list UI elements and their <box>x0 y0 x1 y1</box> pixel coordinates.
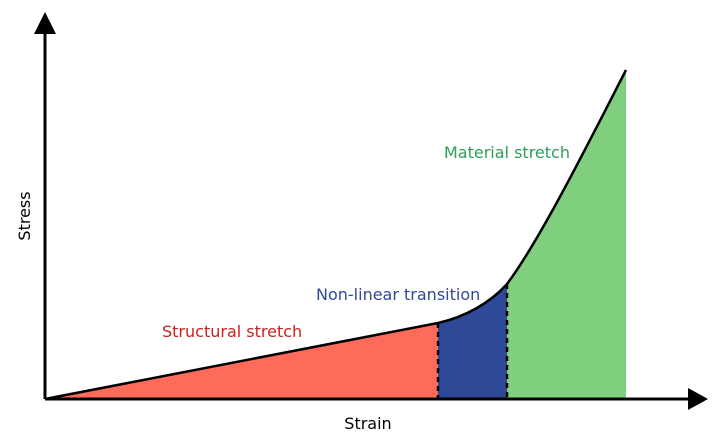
region-material-stretch <box>507 70 626 399</box>
label-structural-stretch: Structural stretch <box>162 322 302 341</box>
y-axis-arrow-icon <box>34 12 56 34</box>
x-axis-arrow-icon <box>688 388 708 410</box>
label-non-linear-transition: Non-linear transition <box>316 285 480 304</box>
region-non-linear-transition <box>438 284 507 399</box>
label-material-stretch: Material stretch <box>444 143 570 162</box>
y-axis-label: Stress <box>15 191 34 240</box>
stress-strain-curve <box>44 69 628 401</box>
x-axis-label: Strain <box>344 414 391 433</box>
